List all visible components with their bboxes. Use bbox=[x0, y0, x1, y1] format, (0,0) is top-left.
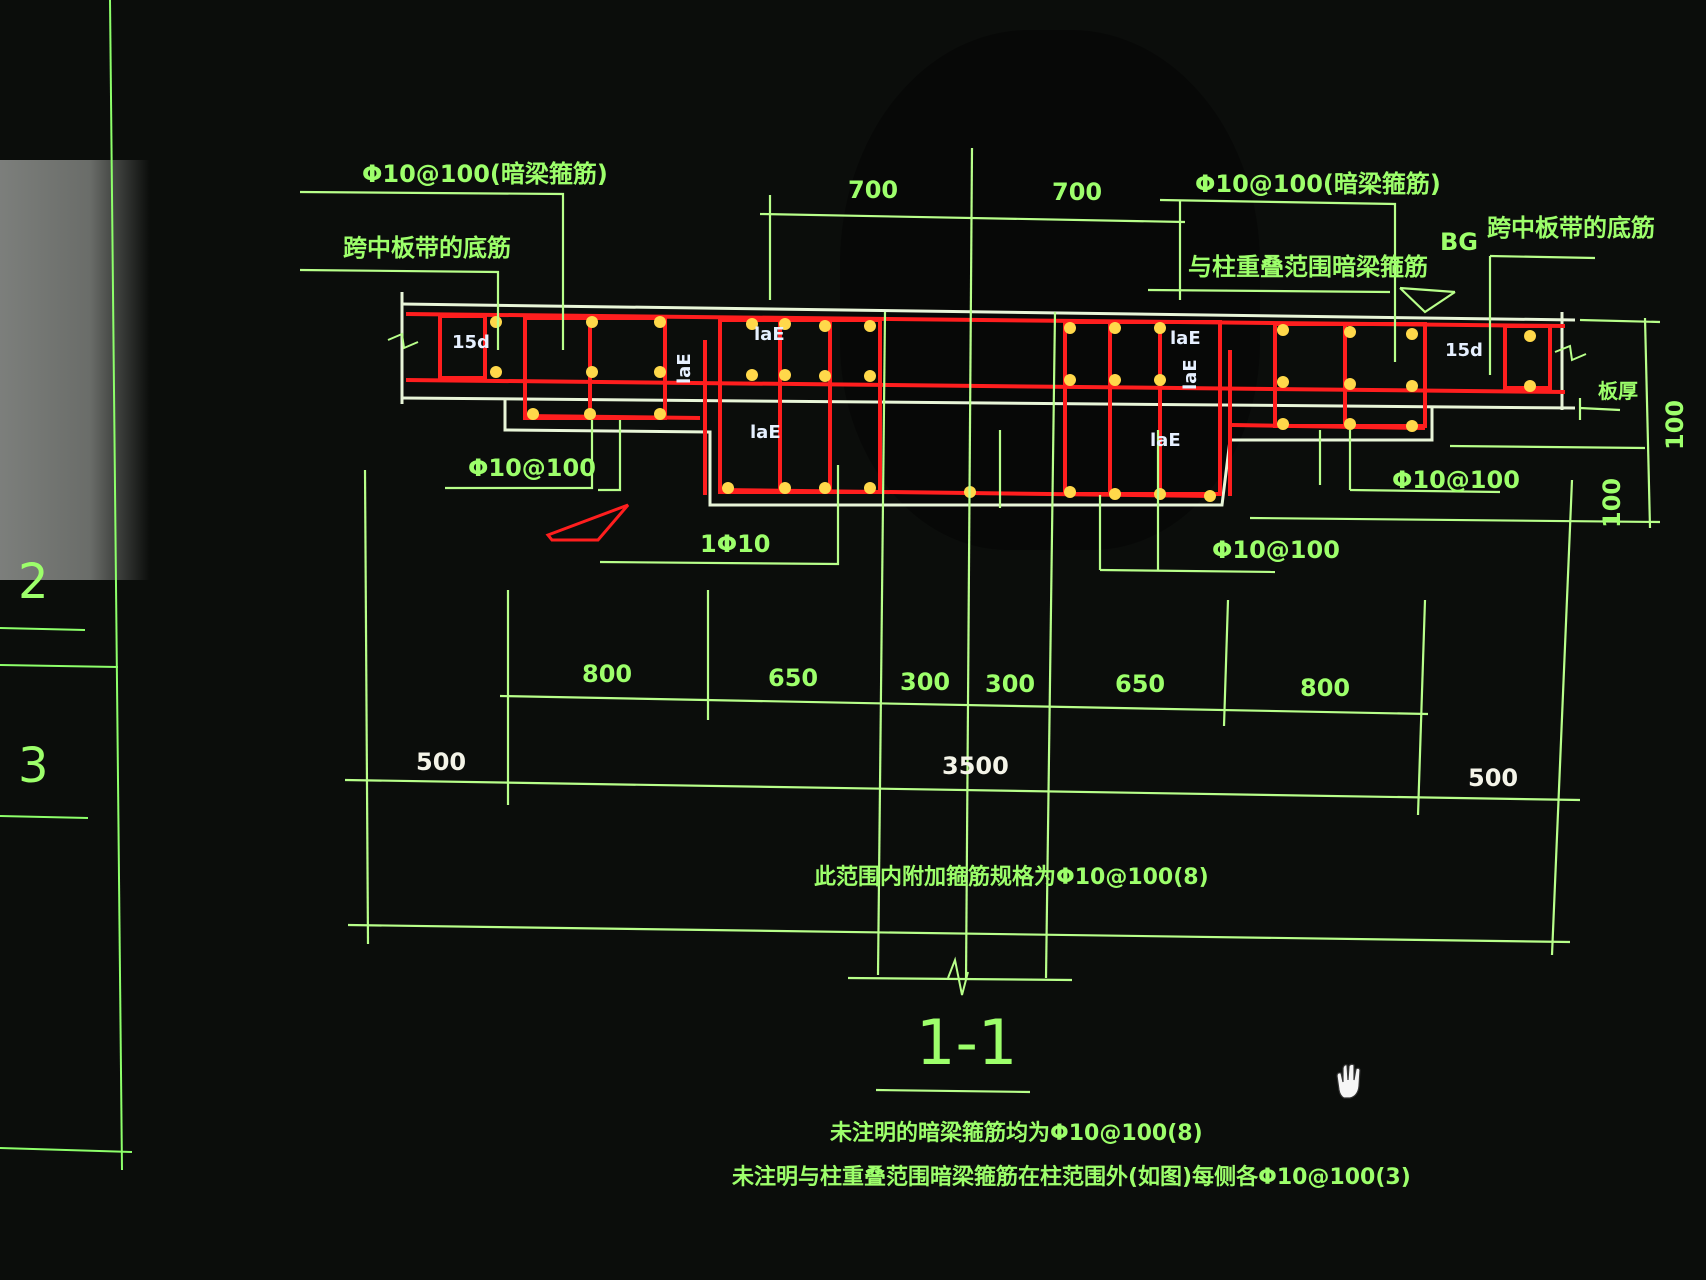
window-glare bbox=[0, 160, 150, 580]
dim-top-700-left: 700 bbox=[848, 176, 898, 204]
dim-side-100-bottom: 100 bbox=[1598, 478, 1626, 528]
dim-row1-800-right: 800 bbox=[1300, 674, 1350, 702]
label-overlap: 与柱重叠范围暗梁箍筋 bbox=[1188, 253, 1428, 281]
rebar-dots bbox=[490, 316, 1536, 502]
callout-right-bottom: Φ10@100 bbox=[1392, 466, 1520, 494]
tag-15d-right: 15d bbox=[1445, 340, 1483, 361]
side-number-3: 3 bbox=[18, 738, 49, 794]
tag-15d-left: 15d bbox=[452, 332, 490, 353]
tag-lae-2: laE bbox=[1170, 328, 1201, 349]
tag-lae-6: laE bbox=[1180, 359, 1201, 390]
break-line-icon bbox=[387, 332, 1587, 996]
side-number-2: 2 bbox=[18, 554, 49, 610]
dim-side-100-top: 100 bbox=[1661, 400, 1689, 450]
left-frame bbox=[0, 0, 133, 1171]
callout-right-mid: Φ10@100 bbox=[1212, 536, 1340, 564]
slab-outline bbox=[400, 292, 1576, 507]
label-left-stirrup: Φ10@100(暗梁箍筋) bbox=[362, 160, 608, 188]
dim-row1-300-left: 300 bbox=[900, 668, 950, 696]
label-right-stirrup: Φ10@100(暗梁箍筋) bbox=[1195, 170, 1441, 198]
callout-middle: 1Φ10 bbox=[700, 530, 771, 558]
hand-cursor-icon bbox=[1336, 1063, 1361, 1099]
label-right-span: 跨中板带的底筋 bbox=[1487, 214, 1655, 242]
callout-left-bottom: Φ10@100 bbox=[468, 454, 596, 482]
label-slab-thickness: 板厚 bbox=[1598, 379, 1638, 403]
note-line-1: 未注明的暗梁箍筋均为Φ10@100(8) bbox=[830, 1120, 1203, 1146]
dim-row2-3500: 3500 bbox=[942, 752, 1009, 780]
dim-row2-500-left: 500 bbox=[416, 748, 466, 776]
dim-row1-800-left: 800 bbox=[582, 660, 632, 688]
dim-row1-650-right: 650 bbox=[1115, 670, 1165, 698]
tag-lae-4: laE bbox=[1150, 430, 1181, 451]
dim-row1-300-right: 300 bbox=[985, 670, 1035, 698]
tag-lae-5: laE bbox=[674, 353, 695, 384]
section-title: 1-1 bbox=[916, 1006, 1017, 1079]
dim-row1-650-left: 650 bbox=[768, 664, 818, 692]
dim-top-700-right: 700 bbox=[1052, 178, 1102, 206]
note-line-2: 未注明与柱重叠范围暗梁箍筋在柱范围外(如图)每侧各Φ10@100(3) bbox=[732, 1164, 1411, 1190]
label-left-span: 跨中板带的底筋 bbox=[343, 234, 511, 262]
leader-lines bbox=[299, 147, 1661, 1094]
range-note: 此范围内附加箍筋规格为Φ10@100(8) bbox=[814, 864, 1209, 890]
label-bg: BG bbox=[1440, 228, 1478, 256]
tag-lae-1: laE bbox=[754, 324, 785, 345]
dim-row2-500-right: 500 bbox=[1468, 764, 1518, 792]
tag-lae-3: laE bbox=[750, 422, 781, 443]
